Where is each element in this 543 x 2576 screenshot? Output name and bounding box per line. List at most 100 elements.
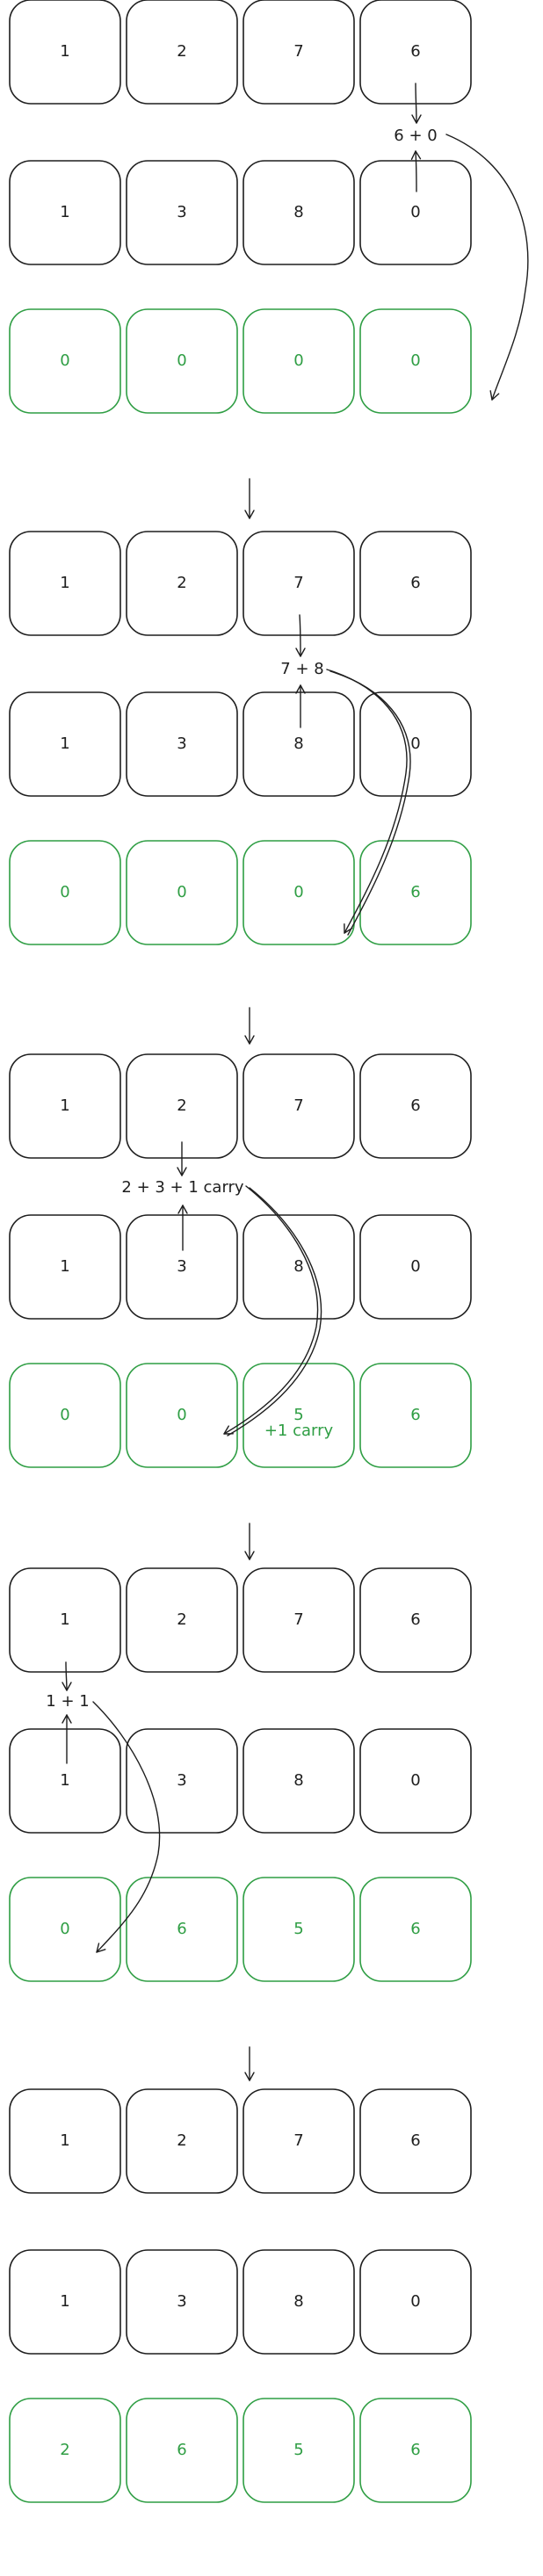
- digit-label: 6: [410, 1096, 420, 1115]
- digit-label: 1: [60, 1096, 69, 1115]
- digit-label: 6: [410, 883, 420, 901]
- digit-label: 8: [293, 2292, 303, 2311]
- digit-cell: 2: [126, 1567, 238, 1673]
- digit-cell-box: [126, 840, 238, 945]
- digit-cell: 8: [243, 160, 355, 265]
- digit-label: 1: [60, 203, 69, 221]
- digit-label: 3: [177, 1257, 186, 1276]
- digit-cell-box: [126, 1567, 238, 1673]
- digit-label: 0: [410, 2292, 420, 2311]
- digit-cell-box: [9, 1214, 121, 1320]
- digit-label: 0: [410, 203, 420, 221]
- digit-cell: 6: [359, 531, 472, 636]
- digit-cell-box: [243, 531, 355, 636]
- digit-cell-box: [126, 160, 238, 265]
- digit-cell-box: [359, 1877, 472, 1982]
- digit-cell: 1: [9, 1567, 121, 1673]
- digit-cell: 0: [359, 2249, 472, 2355]
- digit-cell-box: [243, 1214, 355, 1320]
- digit-cell-box: [9, 1363, 121, 1468]
- digit-label: 7: [293, 574, 303, 592]
- digit-cell: 0: [9, 308, 121, 414]
- digit-cell: 1: [9, 1214, 121, 1320]
- digit-label: 0: [177, 1406, 186, 1424]
- digit-cell: 6: [359, 2088, 472, 2194]
- digit-cell: 0: [359, 691, 472, 797]
- digit-label: 6: [410, 2441, 420, 2459]
- digit-cell: 8: [243, 1214, 355, 1320]
- digit-cell-box: [243, 1053, 355, 1159]
- digit-cell: 1: [9, 531, 121, 636]
- digit-label: 5: [293, 2441, 303, 2459]
- digit-cell: 0: [126, 1363, 238, 1468]
- digit-cell-box: [359, 1363, 472, 1468]
- digit-label: 0: [177, 351, 186, 370]
- digit-label: 6: [177, 1920, 186, 1938]
- digit-cell-box: [9, 840, 121, 945]
- digit-cell: 5: [243, 1363, 355, 1468]
- result-arrow: [223, 1185, 319, 1435]
- digit-cell: 0: [9, 1363, 121, 1468]
- digit-cell: 1: [9, 0, 121, 105]
- digit-cell: 0: [359, 308, 472, 414]
- digit-cell-box: [9, 308, 121, 414]
- digit-label: 2: [177, 1610, 186, 1629]
- digit-cell-box: [243, 2398, 355, 2503]
- digit-cell: 7: [243, 2088, 355, 2194]
- digit-label: 2: [177, 42, 186, 61]
- digit-cell-box: [243, 1567, 355, 1673]
- digit-label: 6: [410, 42, 420, 61]
- digit-label: 5: [293, 1920, 303, 1938]
- digit-cell: 7: [243, 0, 355, 105]
- digit-cell: 1: [9, 2088, 121, 2194]
- digit-cell-box: [359, 2398, 472, 2503]
- sum-annotation: 1 + 1: [46, 1692, 89, 1711]
- digit-cell-box: [9, 2398, 121, 2503]
- digit-label: 1: [60, 1610, 69, 1629]
- digit-cell: 8: [243, 2249, 355, 2355]
- digit-label: 0: [293, 351, 303, 370]
- digit-cell: 1: [9, 160, 121, 265]
- digit-cell-box: [9, 1728, 121, 1834]
- digit-cell-box: [126, 2398, 238, 2503]
- digit-cell-box: [243, 1728, 355, 1834]
- digit-cell-box: [126, 2249, 238, 2355]
- digit-cell-box: [359, 2249, 472, 2355]
- digit-cell: 6: [359, 2398, 472, 2503]
- digit-cell-box: [243, 1363, 355, 1468]
- digit-cell: 2: [9, 2398, 121, 2503]
- digit-cell-box: [9, 1567, 121, 1673]
- digit-cell-box: [359, 1053, 472, 1159]
- digit-label: 6: [177, 2441, 186, 2459]
- digit-label: 3: [177, 734, 186, 753]
- digit-cell: 7: [243, 1567, 355, 1673]
- digit-label: 0: [60, 351, 69, 370]
- digit-cell-box: [243, 160, 355, 265]
- digit-cell: 1: [9, 2249, 121, 2355]
- digit-cell: 7: [243, 1053, 355, 1159]
- digit-cell-box: [9, 1877, 121, 1982]
- digit-cell: 6: [359, 1363, 472, 1468]
- digit-cell: 2: [126, 0, 238, 105]
- digit-label: 2: [177, 574, 186, 592]
- digit-cell: 3: [126, 2249, 238, 2355]
- digit-cell-box: [243, 2088, 355, 2194]
- digit-label: 6: [410, 1920, 420, 1938]
- digit-label: 0: [60, 883, 69, 901]
- sum-annotation: 2 + 3 + 1 carry: [121, 1178, 244, 1197]
- digit-label: 2: [60, 2441, 69, 2459]
- digit-cell: 3: [126, 1728, 238, 1834]
- digit-label: 3: [177, 2292, 186, 2311]
- digit-cell: 5: [243, 2398, 355, 2503]
- digit-label: 5: [293, 1406, 303, 1424]
- result-arrow-stroke: [227, 1187, 322, 1436]
- digit-cell-box: [126, 2088, 238, 2194]
- digit-cell-box: [9, 691, 121, 797]
- digit-cell: 0: [9, 1877, 121, 1982]
- digit-cell: 1: [9, 1728, 121, 1834]
- result-arrow: [445, 134, 529, 401]
- digit-cell-box: [126, 691, 238, 797]
